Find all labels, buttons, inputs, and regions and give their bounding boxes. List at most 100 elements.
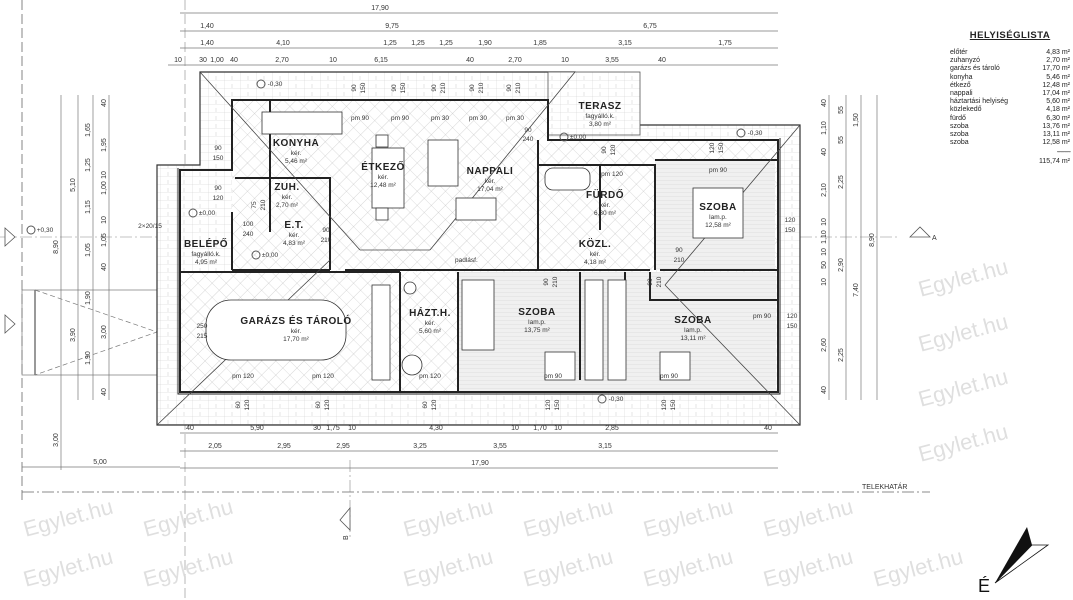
dimension-label: 1,05 (85, 243, 92, 257)
opening-label: 90 (214, 145, 222, 152)
dimension-label: 2,90 (838, 258, 845, 272)
opening-label: 90 (647, 278, 654, 286)
room-floor: lam.p. (684, 327, 702, 334)
opening-label: 210 (260, 199, 267, 210)
room-area: 3,80 m² (589, 121, 612, 128)
dimension-label: 10 (329, 57, 337, 64)
room-area: 12,48 m² (370, 182, 396, 189)
room-floor: fagyálló.k. (585, 113, 614, 120)
room-list-name: szoba (950, 131, 969, 139)
opening-label: 240 (523, 136, 534, 143)
room-name: SZOBA (674, 315, 712, 326)
room-area: 12,58 m² (705, 222, 731, 229)
room-area: 2,70 m² (276, 202, 299, 209)
dimension-label: 10 (821, 218, 828, 226)
opening-label: 150 (670, 399, 677, 410)
terrace-area (547, 71, 641, 136)
dimension-label: 3,90 (70, 328, 77, 342)
room-name: ZUH. (274, 182, 299, 193)
dimension-label: 1,40 (200, 23, 214, 30)
opening-label: pm 90 (660, 373, 678, 380)
elevation-label: -0,30 (268, 81, 283, 88)
room-floor: kér. (291, 328, 302, 335)
dimension-label: 1,25 (411, 40, 425, 47)
room-list-row: szoba 13,11 m² (950, 131, 1070, 139)
opening-label: 210 (552, 276, 559, 287)
dimension-label: 40 (101, 99, 108, 107)
watermark-text: Egylet.hu (401, 544, 496, 592)
room-list-area: 4,18 m² (1046, 106, 1070, 114)
dimension-label: 1,50 (853, 113, 860, 127)
dimension-label: 40 (821, 148, 828, 156)
opening-label: 210 (674, 257, 685, 264)
room-list-area: 6,30 m² (1046, 114, 1070, 122)
dimension-label: 2,10 (821, 183, 828, 197)
room-list-area: 13,11 m² (1042, 131, 1070, 139)
dimension-label: 1,90 (478, 40, 492, 47)
dimension-label: 1,00 (101, 181, 108, 195)
elevation-label: ±0,00 (570, 134, 587, 141)
room-area: 4,95 m² (195, 259, 218, 266)
elevation-label: ±0,00 (262, 252, 279, 259)
opening-label: 210 (440, 82, 447, 93)
elevation-marker-icon (188, 208, 198, 218)
opening-label: pm 30 (469, 115, 487, 122)
dimension-label: 40 (764, 425, 772, 432)
dimension-label: 8,90 (53, 240, 60, 254)
dimension-label: 1,95 (101, 138, 108, 152)
room-list-area: 12,58 m² (1042, 139, 1070, 147)
room-list-total: 115,74 m² (1039, 158, 1070, 166)
room-name: ÉTKEZŐ (361, 160, 405, 173)
dimension-label: 1,10 (821, 230, 828, 244)
room-area: 5,46 m² (285, 158, 308, 165)
opening-label: 90 (431, 84, 438, 92)
watermark-text: Egylet.hu (401, 494, 496, 542)
opening-label: 150 (360, 82, 367, 93)
opening-label: 100 (243, 221, 254, 228)
dimension-label: 10 (554, 425, 562, 432)
opening-label: pm 120 (232, 373, 254, 380)
room-area: 17,70 m² (283, 336, 309, 343)
opening-label: pm 90 (544, 373, 562, 380)
dimension-label: 10 (821, 248, 828, 256)
dimension-label: 30 (313, 425, 321, 432)
dimension-label: 1,40 (200, 40, 214, 47)
watermark-text: Egylet.hu (641, 494, 736, 542)
watermark-text: Egylet.hu (871, 544, 966, 592)
room-list-name: zuhanyzó (950, 57, 980, 65)
room-list-separator: ---------- (1056, 149, 1071, 157)
opening-label: 210 (515, 82, 522, 93)
dimension-label: 1,75 (326, 425, 340, 432)
room-list-name: konyha (950, 73, 973, 81)
dimension-label: 3,15 (598, 443, 612, 450)
opening-label: 150 (213, 155, 224, 162)
dimension-label: 40 (101, 263, 108, 271)
dimension-label: 1,15 (85, 200, 92, 214)
room-area: 6,30 m² (594, 210, 617, 217)
dimension-label: 10 (101, 216, 108, 224)
room-list-area: 13,76 m² (1042, 122, 1070, 130)
opening-label: 90 (506, 84, 513, 92)
room-area: 13,11 m² (680, 335, 706, 342)
opening-label: pm 120 (601, 171, 623, 178)
opening-label: 150 (554, 399, 561, 410)
dimension-label: 1,10 (821, 121, 828, 135)
opening-label: 120 (785, 217, 796, 224)
room-name: BELÉPŐ (184, 237, 228, 250)
room-name: SZOBA (518, 307, 556, 318)
dimension-label: 2,05 (208, 443, 222, 450)
watermark-text: Egylet.hu (641, 544, 736, 592)
elevation-marker-icon (256, 79, 266, 89)
watermark-text: Egylet.hu (916, 419, 1011, 467)
room-floor: fagyálló.k. (191, 251, 220, 258)
dimension-label: 5,00 (93, 459, 107, 466)
dimension-label: 10 (511, 425, 519, 432)
watermark-text: Egylet.hu (141, 494, 236, 542)
room-list-area: 4,83 m² (1046, 49, 1070, 56)
